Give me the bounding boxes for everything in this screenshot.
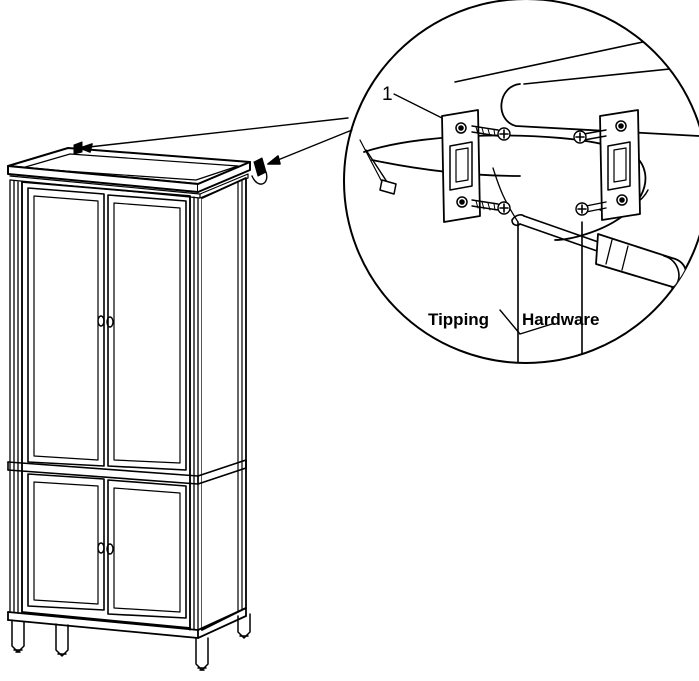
caption-hardware: Hardware [522, 310, 599, 329]
cabinet-illustration [7, 141, 268, 671]
wall-bracket [441, 109, 481, 223]
callout-number: 1 [382, 84, 393, 105]
tipping-hardware-detail: 1 Tipping Hardware [343, 0, 699, 364]
detail-pointers [79, 117, 353, 165]
cabinet-bracket [599, 109, 641, 221]
caption-tipping: Tipping [428, 310, 489, 329]
cable-tie [379, 179, 397, 195]
screw [471, 125, 607, 216]
